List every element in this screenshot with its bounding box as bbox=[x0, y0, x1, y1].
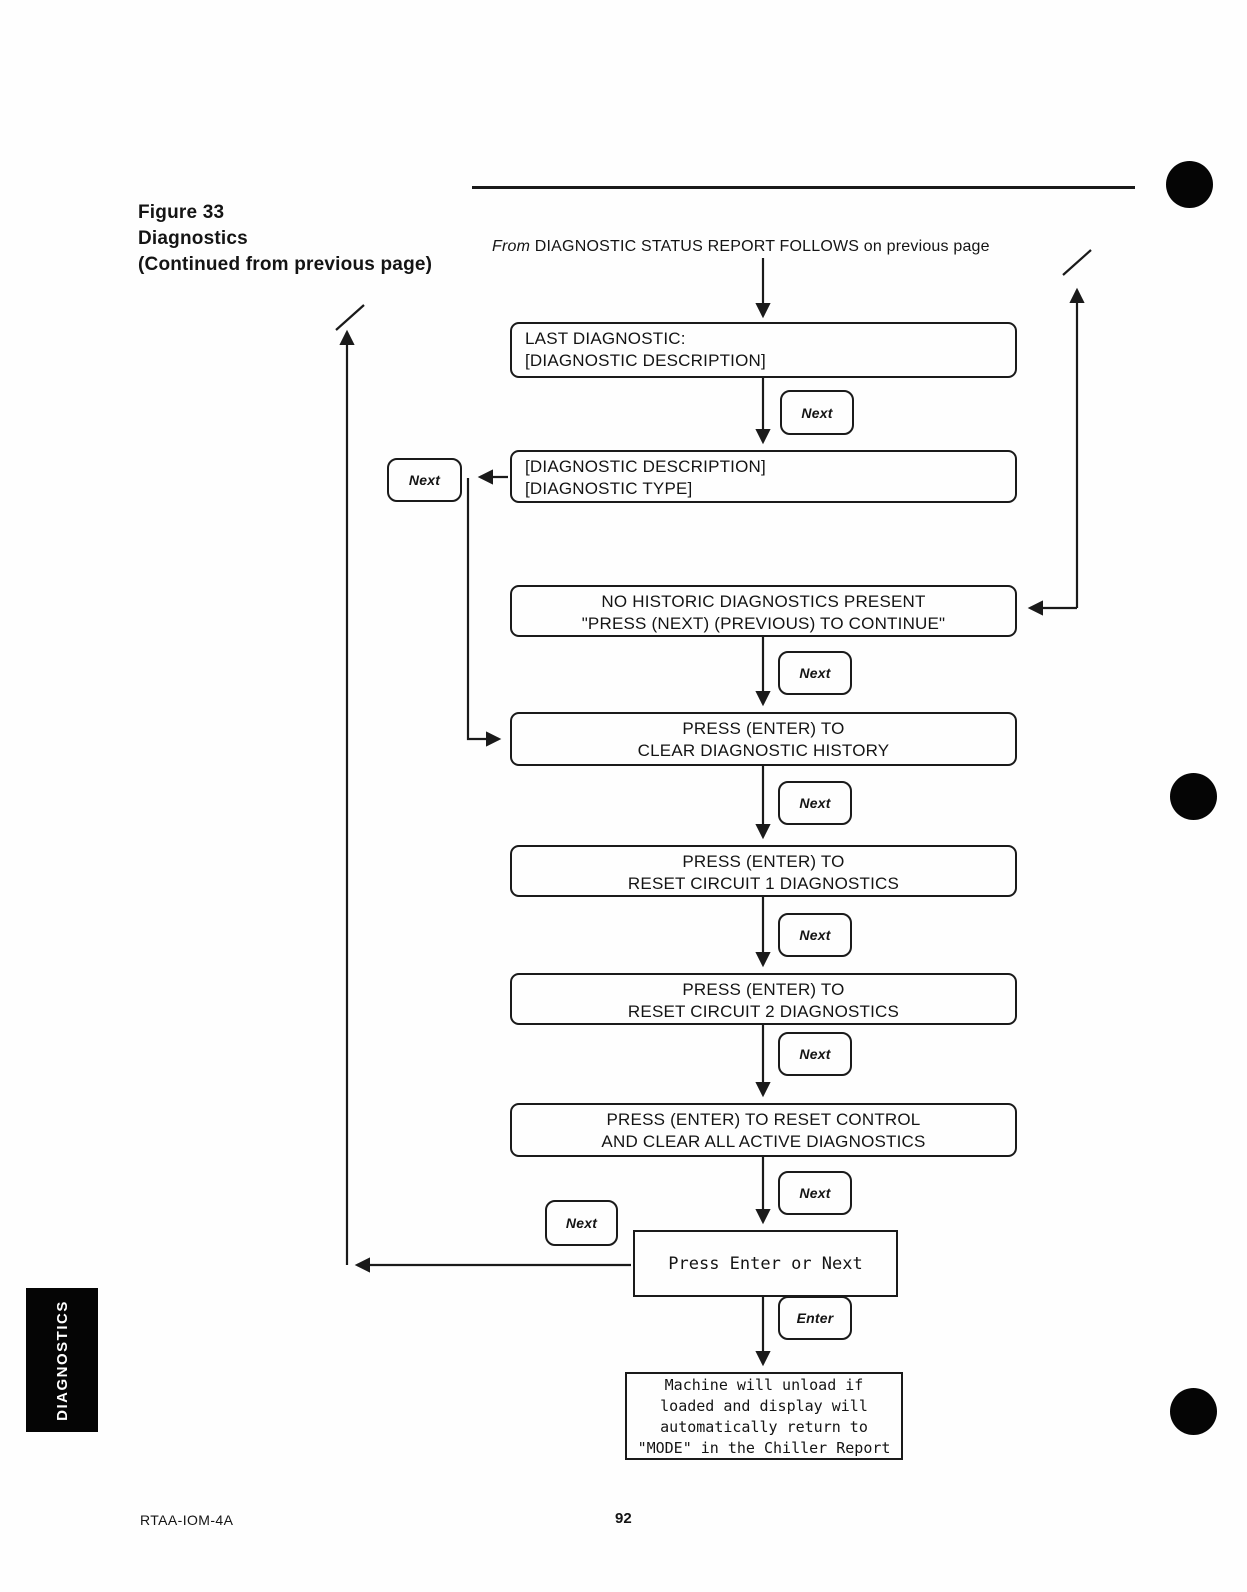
result-text-line: "MODE" in the Chiller Report bbox=[637, 1439, 891, 1457]
box-text-line: PRESS (ENTER) TO RESET CONTROL bbox=[606, 1110, 921, 1129]
diagnostics-side-tab: DIAGNOSTICS bbox=[26, 1288, 98, 1432]
box-text-line: AND CLEAR ALL ACTIVE DIAGNOSTICS bbox=[601, 1132, 926, 1151]
flow-box-reset-control: PRESS (ENTER) TO RESET CONTROL AND CLEAR… bbox=[510, 1103, 1017, 1157]
display-box-press-enter-or-next: Press Enter or Next bbox=[633, 1230, 898, 1297]
box-text-line: RESET CIRCUIT 1 DIAGNOSTICS bbox=[627, 874, 900, 893]
box-text-line: [DIAGNOSTIC DESCRIPTION] bbox=[525, 351, 766, 370]
footer-page-number: 92 bbox=[615, 1510, 632, 1527]
flow-box-diagnostic-description: [DIAGNOSTIC DESCRIPTION] [DIAGNOSTIC TYP… bbox=[510, 450, 1017, 503]
box-text-line: PRESS (ENTER) TO bbox=[682, 719, 845, 738]
next-key-badge: Next bbox=[778, 781, 852, 825]
result-text-line: loaded and display will bbox=[660, 1397, 868, 1415]
footer-doc-code: RTAA-IOM-4A bbox=[140, 1512, 234, 1528]
box-text-line: [DIAGNOSTIC TYPE] bbox=[525, 479, 693, 498]
display-text: Press Enter or Next bbox=[668, 1253, 863, 1274]
flow-box-reset-circuit-2: PRESS (ENTER) TO RESET CIRCUIT 2 DIAGNOS… bbox=[510, 973, 1017, 1025]
figure-name: Diagnostics bbox=[138, 228, 248, 249]
figure-continuation-note: (Continued from previous page) bbox=[138, 254, 433, 275]
flow-box-clear-diagnostic-history: PRESS (ENTER) TO CLEAR DIAGNOSTIC HISTOR… bbox=[510, 712, 1017, 766]
box-text-line: "PRESS (NEXT) (PREVIOUS) TO CONTINUE" bbox=[581, 614, 946, 633]
figure-number: Figure 33 bbox=[138, 202, 225, 223]
next-key-badge: Next bbox=[780, 390, 854, 435]
binding-hole-dot bbox=[1170, 773, 1217, 820]
binding-hole-dot bbox=[1170, 1388, 1217, 1435]
result-box-machine-unload: Machine will unload if loaded and displa… bbox=[625, 1372, 903, 1460]
flow-box-reset-circuit-1: PRESS (ENTER) TO RESET CIRCUIT 1 DIAGNOS… bbox=[510, 845, 1017, 897]
box-text-line: PRESS (ENTER) TO bbox=[682, 852, 845, 871]
source-note-text: DIAGNOSTIC STATUS REPORT FOLLOWS on prev… bbox=[530, 238, 990, 255]
figure-title: Figure 33 Diagnostics (Continued from pr… bbox=[138, 200, 432, 278]
box-text-line: PRESS (ENTER) TO bbox=[682, 980, 845, 999]
box-text-line: CLEAR DIAGNOSTIC HISTORY bbox=[637, 741, 890, 760]
next-key-badge: Next bbox=[545, 1200, 618, 1246]
continuation-slash-left bbox=[335, 304, 365, 331]
next-key-badge: Next bbox=[778, 651, 852, 695]
source-note-from-word: From bbox=[492, 238, 531, 255]
next-key-badge: Next bbox=[778, 1032, 852, 1076]
top-rule bbox=[472, 186, 1135, 189]
next-key-badge: Next bbox=[387, 458, 462, 502]
box-text-line: NO HISTORIC DIAGNOSTICS PRESENT bbox=[601, 592, 926, 611]
flow-box-last-diagnostic: LAST DIAGNOSTIC: [DIAGNOSTIC DESCRIPTION… bbox=[510, 322, 1017, 378]
continuation-slash-right bbox=[1062, 249, 1092, 276]
box-text-line: RESET CIRCUIT 2 DIAGNOSTICS bbox=[627, 1002, 900, 1021]
arrow-next-key-to-clear-history bbox=[466, 478, 502, 747]
result-text-line: Machine will unload if bbox=[664, 1376, 864, 1394]
flow-box-no-historic-diagnostics: NO HISTORIC DIAGNOSTICS PRESENT "PRESS (… bbox=[510, 585, 1017, 637]
result-text-line: automatically return to bbox=[660, 1418, 868, 1436]
box-text-line: [DIAGNOSTIC DESCRIPTION] bbox=[525, 457, 766, 476]
source-note: From DIAGNOSTIC STATUS REPORT FOLLOWS on… bbox=[492, 238, 990, 256]
enter-key-badge: Enter bbox=[778, 1296, 852, 1340]
next-key-badge: Next bbox=[778, 913, 852, 957]
binding-hole-dot bbox=[1166, 161, 1213, 208]
box-text-line: LAST DIAGNOSTIC: bbox=[525, 329, 686, 348]
side-tab-label: DIAGNOSTICS bbox=[53, 1299, 71, 1421]
next-key-badge: Next bbox=[778, 1171, 852, 1215]
